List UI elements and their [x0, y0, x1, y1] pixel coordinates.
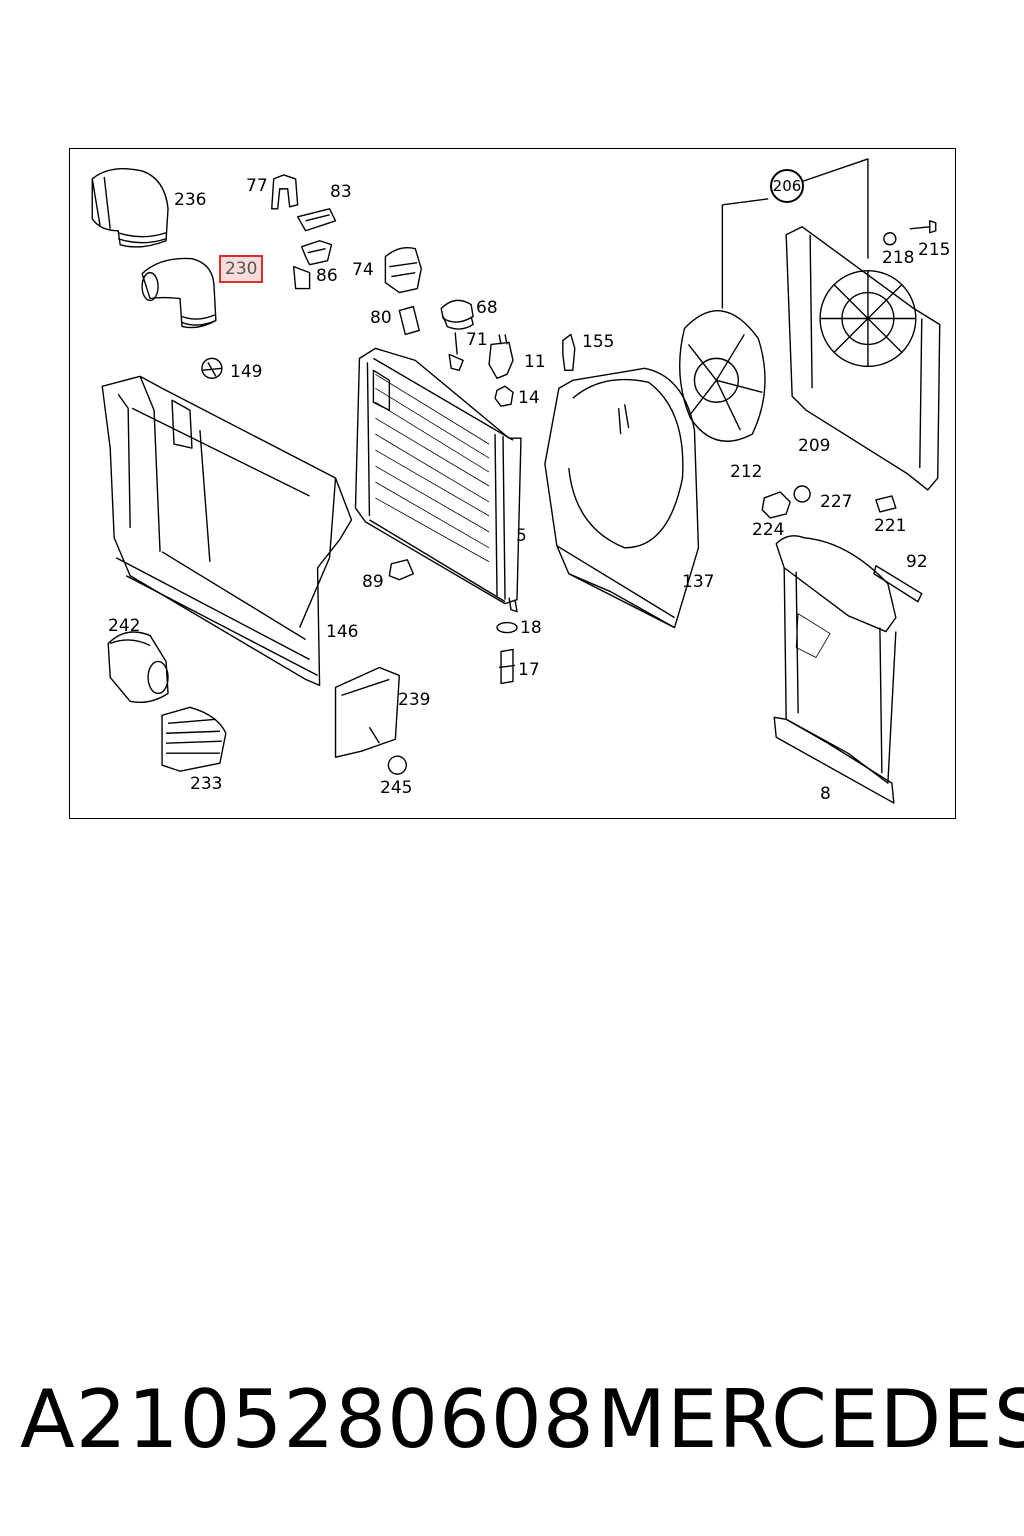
- callout-17[interactable]: 17: [518, 660, 540, 680]
- clip-149: [201, 357, 223, 380]
- callout-236[interactable]: 236: [174, 190, 207, 210]
- callout-230[interactable]: 230: [219, 255, 264, 283]
- bellows-233: [161, 706, 227, 772]
- callout-74[interactable]: 74: [352, 260, 374, 280]
- air-guide-146: [101, 375, 353, 687]
- parts-diagram: 236 77 83 230 86 74 80 68 71 11 155 14 1…: [69, 148, 956, 819]
- callout-92[interactable]: 92: [906, 552, 928, 572]
- clips-77-83-86: [271, 174, 337, 290]
- duct-elbow-230: [141, 257, 217, 329]
- callout-83[interactable]: 83: [330, 182, 352, 202]
- fan-shroud-137: [544, 367, 700, 629]
- caption: A2105280608 MERCEDES: [0, 1370, 1024, 1470]
- callout-77[interactable]: 77: [246, 176, 268, 196]
- small-parts-74-80-68-71-11-14-155: [384, 247, 576, 407]
- callout-224[interactable]: 224: [752, 520, 785, 540]
- callout-239[interactable]: 239: [398, 690, 431, 710]
- callout-11[interactable]: 11: [524, 352, 546, 372]
- callout-89[interactable]: 89: [362, 572, 384, 592]
- fan-module-209: [785, 226, 941, 491]
- group-bracket-206: [721, 158, 869, 309]
- callout-86[interactable]: 86: [316, 266, 338, 286]
- callout-221[interactable]: 221: [874, 516, 907, 536]
- callout-8[interactable]: 8: [820, 784, 831, 804]
- screws-218-215: [883, 220, 937, 246]
- callout-5[interactable]: 5: [516, 526, 527, 546]
- callout-149[interactable]: 149: [230, 362, 263, 382]
- callout-242[interactable]: 242: [108, 616, 141, 636]
- radiator-8: [773, 535, 897, 804]
- air-guide-239: [334, 666, 401, 758]
- duct-elbow-236: [91, 168, 169, 248]
- small-parts-224-227-221: [761, 485, 897, 519]
- clip-89: [388, 559, 414, 581]
- callout-137[interactable]: 137: [682, 572, 715, 592]
- drain-plug-18-17: [496, 621, 518, 685]
- callout-209[interactable]: 209: [798, 436, 831, 456]
- callout-146[interactable]: 146: [326, 622, 359, 642]
- callout-68[interactable]: 68: [476, 298, 498, 318]
- callout-215[interactable]: 215: [918, 240, 951, 260]
- exploded-view-drawing: [91, 158, 941, 804]
- brand-name: MERCEDES: [597, 1373, 1024, 1466]
- callout-18[interactable]: 18: [520, 618, 542, 638]
- clip-245: [387, 755, 408, 775]
- callout-206[interactable]: 206: [770, 169, 804, 203]
- callout-227[interactable]: 227: [820, 492, 853, 512]
- callout-233[interactable]: 233: [190, 774, 223, 794]
- callout-80[interactable]: 80: [370, 308, 392, 328]
- callout-212[interactable]: 212: [730, 462, 763, 482]
- part-number: A2105280608: [20, 1373, 595, 1466]
- callout-245[interactable]: 245: [380, 778, 413, 798]
- fan-212: [679, 310, 766, 442]
- callout-155[interactable]: 155: [582, 332, 615, 352]
- callout-14[interactable]: 14: [518, 388, 540, 408]
- callout-218[interactable]: 218: [882, 248, 915, 268]
- callout-71[interactable]: 71: [466, 330, 488, 350]
- radiator-5: [354, 347, 522, 613]
- duct-242: [107, 631, 169, 704]
